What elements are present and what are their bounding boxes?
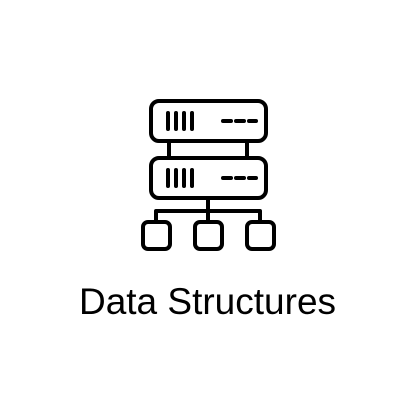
server-network-icon: [141, 99, 276, 251]
card-title: Data Structures: [78, 281, 337, 322]
network-node-center: [193, 220, 224, 251]
network-node-left: [141, 220, 172, 251]
network-node-right: [245, 220, 276, 251]
server-unit-top: [149, 99, 268, 143]
